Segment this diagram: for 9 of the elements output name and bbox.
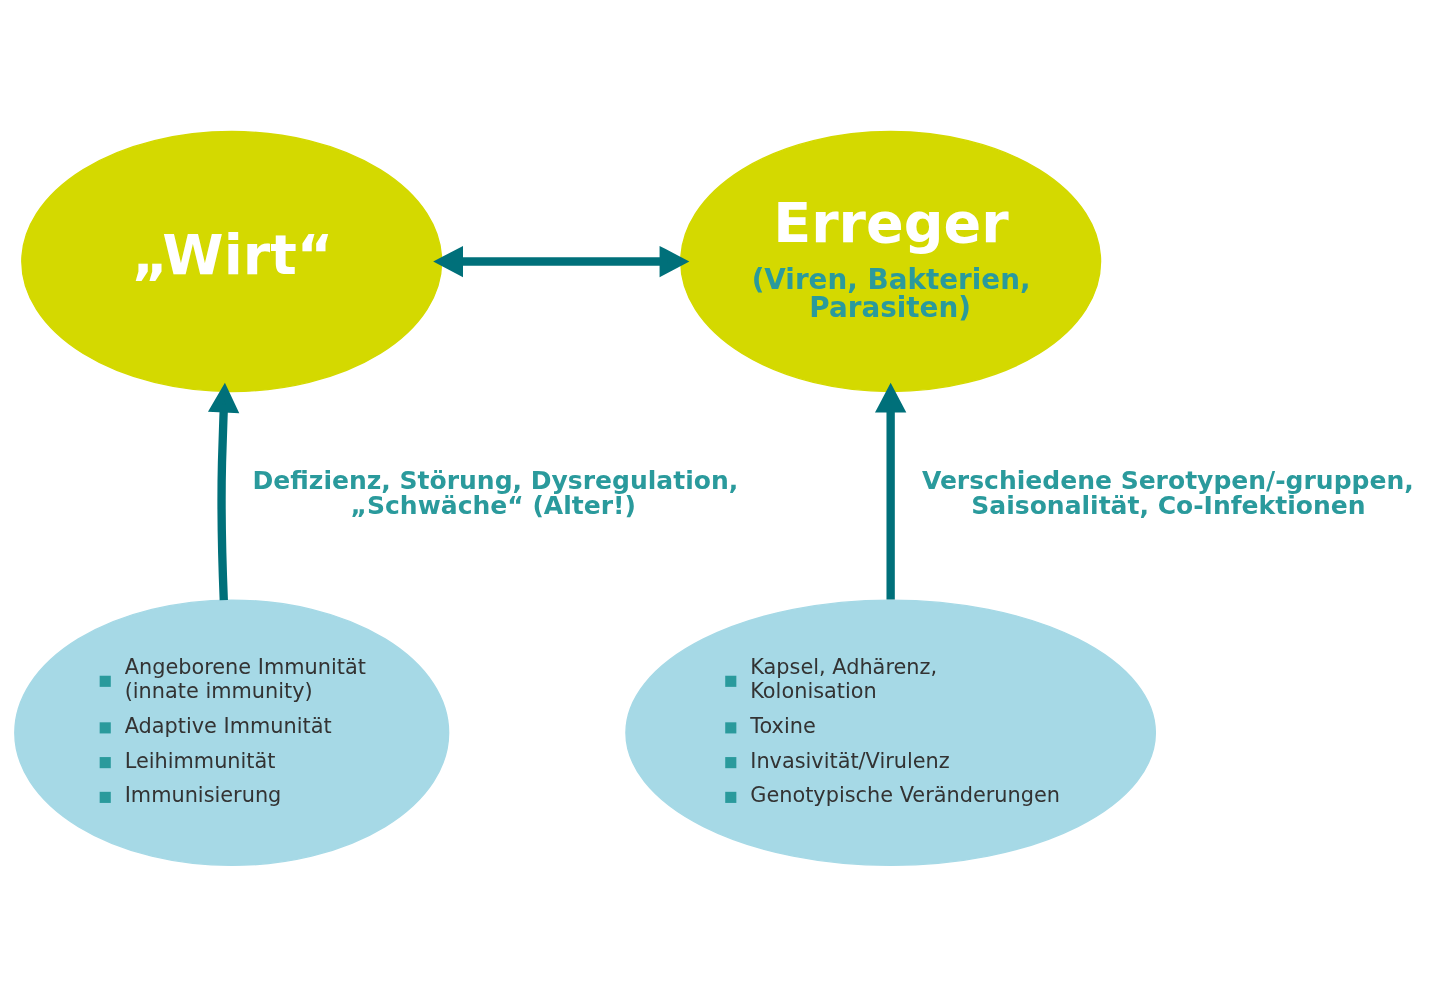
node-ellipse: Erreger (Viren, Bakterien, Parasiten)	[680, 130, 1102, 392]
node-ellipse: Kapsel, Adhärenz, Kolonisation Toxine Invasivität/Virulenz Genotypische Veränderungen	[625, 598, 1157, 866]
arrow	[875, 382, 907, 600]
node-ellipse: „Wirt“	[21, 130, 443, 392]
edge-label: Verschiedene Serotypen/-gruppen, Saisonalität, Co-Infektionen	[921, 465, 1414, 520]
edge-label: Defizienz, Störung, Dysregulation, „Schwäche“ (Alter!)	[252, 465, 739, 520]
node-ellipse: Angeborene Immunität (innate immunity) Adaptive Immunität Leihimmunität Immunisierung	[14, 598, 450, 866]
arrow	[433, 245, 690, 277]
arrow	[208, 382, 240, 600]
